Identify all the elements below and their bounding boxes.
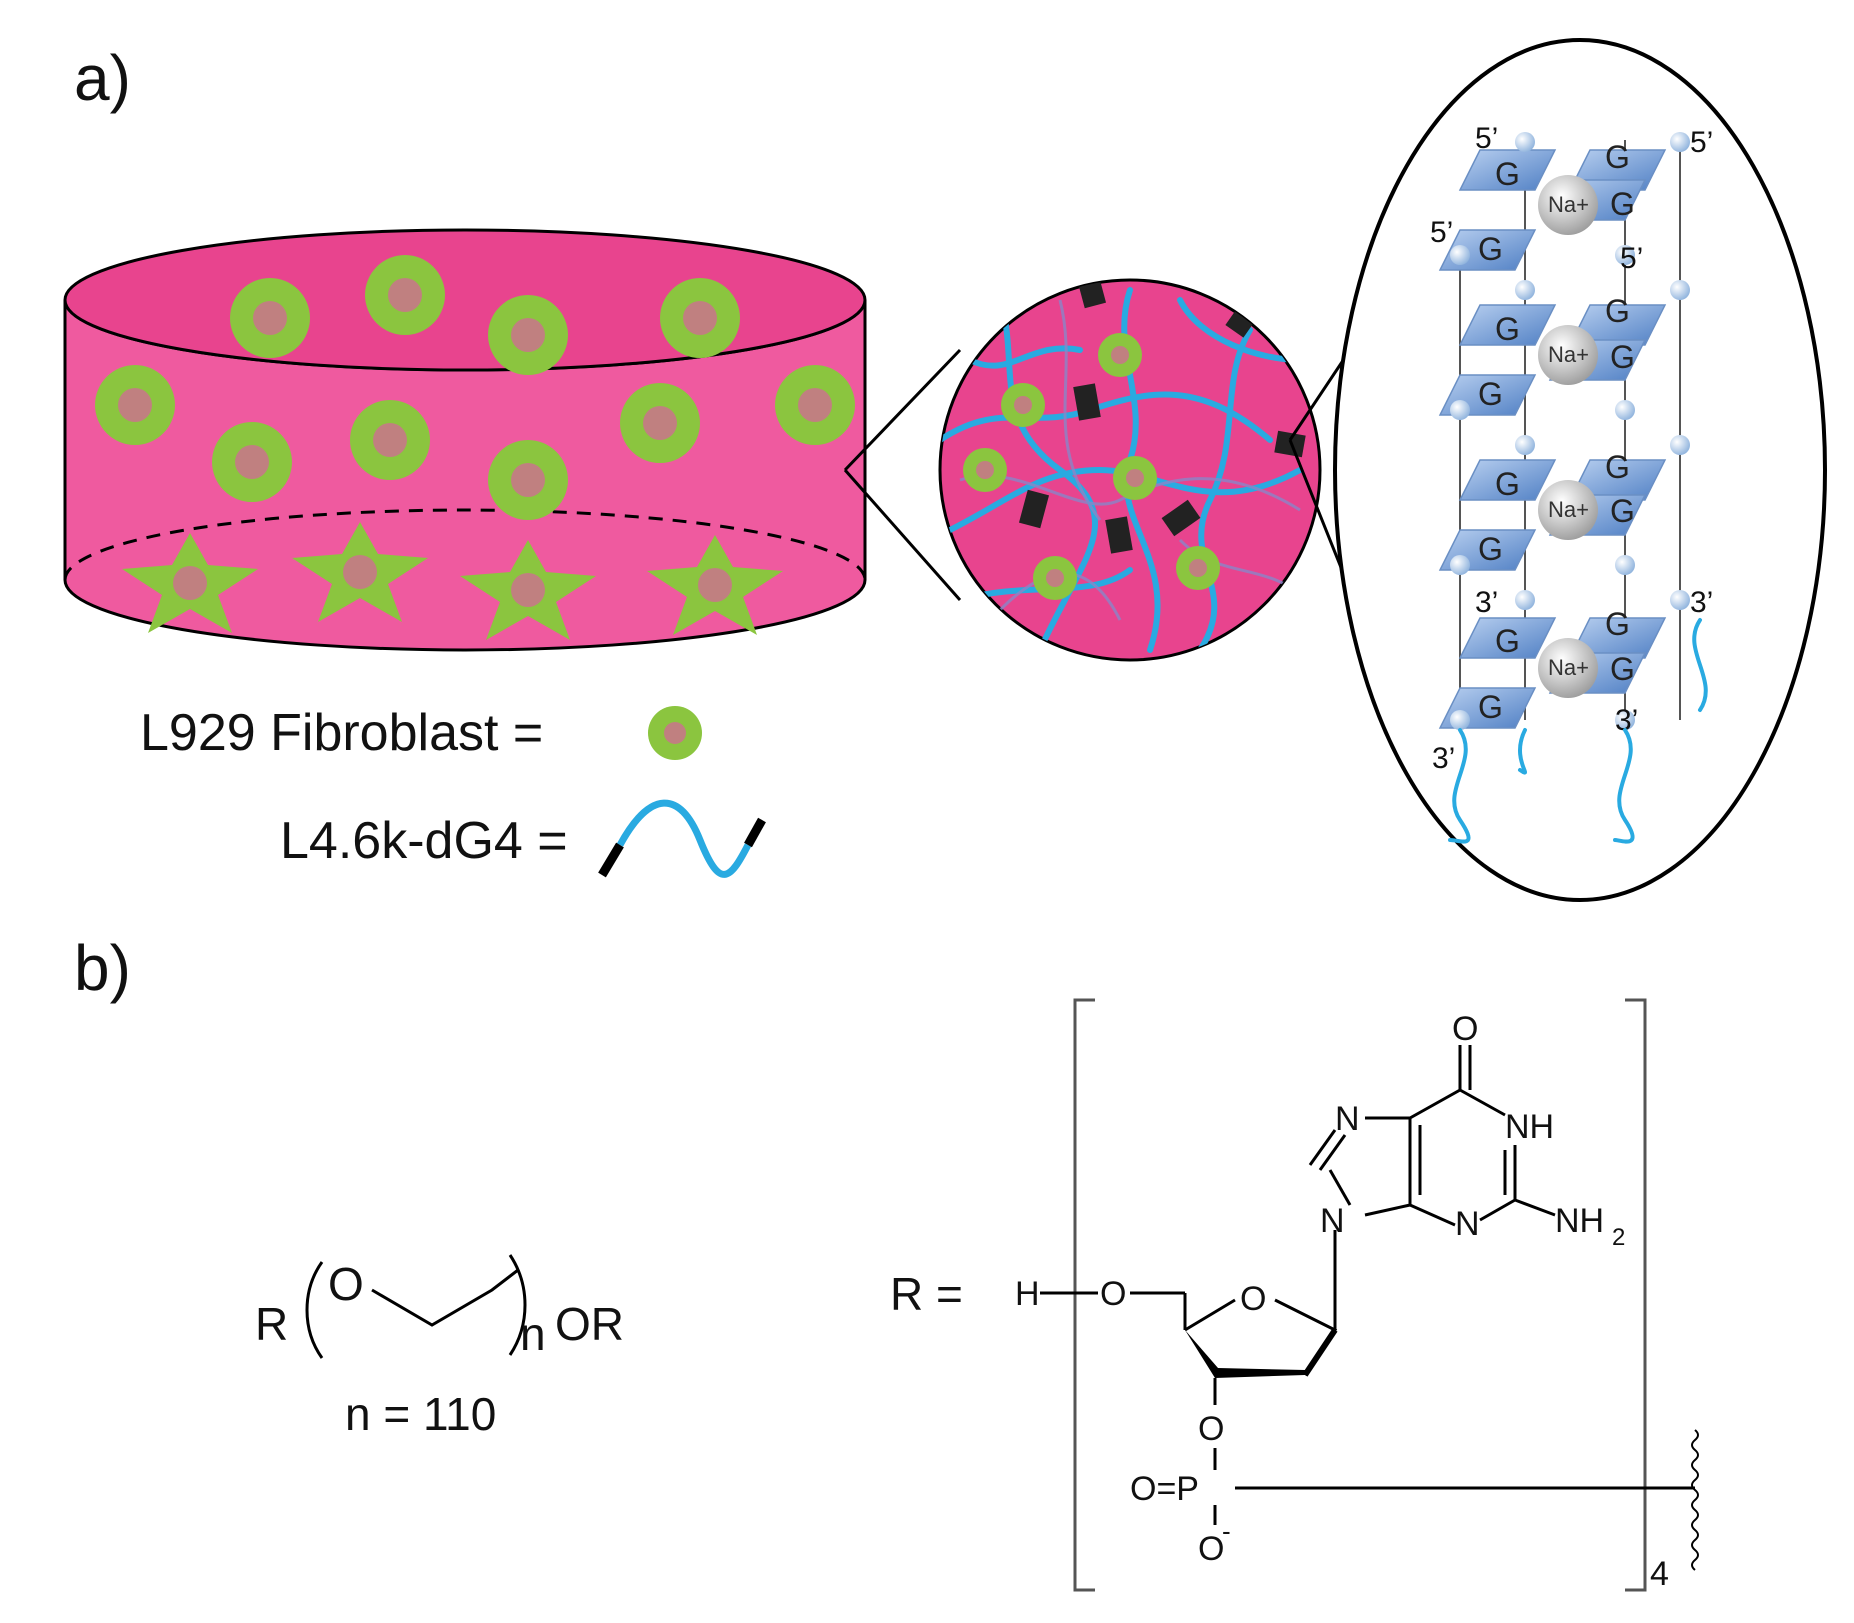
legend-fibroblast-symbol bbox=[648, 706, 702, 760]
svg-text:Na+: Na+ bbox=[1548, 497, 1589, 522]
network-zoom-circle bbox=[938, 278, 1322, 662]
fibroblast-cell bbox=[1033, 556, 1077, 600]
legend-fibroblast-label: L929 Fibroblast = bbox=[140, 704, 543, 762]
fibroblast-cell bbox=[620, 383, 700, 463]
svg-text:G: G bbox=[1605, 293, 1630, 329]
svg-text:G: G bbox=[1495, 466, 1520, 502]
legend-polymer-symbol bbox=[598, 799, 766, 878]
atom-o5: O bbox=[1100, 1275, 1126, 1313]
fibroblast-cell bbox=[212, 422, 292, 502]
peg-tails bbox=[1448, 618, 1708, 844]
svg-text:G: G bbox=[1478, 231, 1503, 267]
peg-n-value: n = 110 bbox=[345, 1388, 496, 1440]
strand-end-labels: 5’ 5’ 5’ 5’ 3’ 3’ 3’ 3’ bbox=[1430, 122, 1713, 775]
wavy-bond bbox=[1691, 1429, 1699, 1571]
fibroblast-cell bbox=[775, 365, 855, 445]
svg-text:5’: 5’ bbox=[1690, 126, 1713, 159]
sodium-ion-labels: Na+ Na+ Na+ Na+ bbox=[1548, 192, 1589, 680]
r-equals: R = bbox=[890, 1268, 963, 1320]
peg-r-left: R bbox=[255, 1298, 288, 1350]
svg-text:3’: 3’ bbox=[1432, 742, 1455, 775]
svg-text:Na+: Na+ bbox=[1548, 342, 1589, 367]
atom-n7: N bbox=[1335, 1100, 1360, 1138]
guanine-labels: G G G G G G G G G G G G G G G G bbox=[1478, 139, 1635, 725]
fibroblast-cell bbox=[488, 440, 568, 520]
svg-text:5’: 5’ bbox=[1430, 216, 1453, 249]
svg-text:5’: 5’ bbox=[1620, 242, 1643, 275]
repeat-count: 4 bbox=[1650, 1555, 1669, 1593]
fibroblast-cell bbox=[1001, 383, 1045, 427]
fibroblast-cell bbox=[1098, 333, 1142, 377]
svg-text:3’: 3’ bbox=[1475, 586, 1498, 619]
atom-o3: O bbox=[1198, 1410, 1224, 1448]
svg-text:G: G bbox=[1605, 606, 1630, 642]
fibroblast-cell bbox=[963, 448, 1007, 492]
tetrad-1 bbox=[1438, 149, 1667, 271]
atom-o6: O bbox=[1452, 1010, 1478, 1048]
fibroblast-cell bbox=[350, 400, 430, 480]
atom-o4: O bbox=[1240, 1280, 1266, 1318]
r-group-structure: R = 4 H O O N N O NH NH bbox=[890, 998, 1699, 1593]
svg-text:G: G bbox=[1495, 623, 1520, 659]
atom-phosphate: O=P bbox=[1130, 1470, 1199, 1508]
panel-label-a: a) bbox=[74, 42, 131, 114]
svg-text:G: G bbox=[1610, 651, 1635, 687]
peg-repeat-n: n bbox=[520, 1308, 546, 1360]
atom-n9: N bbox=[1320, 1202, 1345, 1240]
svg-text:3’: 3’ bbox=[1615, 704, 1638, 737]
g-quadruplex-panel: G G G G G G G G G G G G G G G G Na+ Na+ … bbox=[1333, 38, 1827, 902]
fibroblast-cell bbox=[230, 278, 310, 358]
peg-structure: R O n OR n = 110 bbox=[255, 1254, 624, 1440]
svg-text:G: G bbox=[1605, 449, 1630, 485]
peg-oxygen: O bbox=[328, 1258, 364, 1310]
tetrad-4 bbox=[1438, 617, 1667, 729]
fibroblast-cell bbox=[1176, 546, 1220, 590]
spread-fibroblast bbox=[460, 540, 596, 640]
legend-polymer-label: L4.6k-dG4 = bbox=[280, 812, 568, 870]
phosphate-beads bbox=[1450, 132, 1690, 730]
svg-text:G: G bbox=[1610, 493, 1635, 529]
fibroblast-cell bbox=[488, 295, 568, 375]
fibroblast-cell bbox=[365, 255, 445, 335]
atom-n3: N bbox=[1455, 1205, 1480, 1243]
svg-text:G: G bbox=[1478, 531, 1503, 567]
fibroblast-cell bbox=[1113, 456, 1157, 500]
charge-minus: - bbox=[1222, 1516, 1231, 1546]
atom-nh2-sub: 2 bbox=[1612, 1224, 1625, 1251]
svg-text:G: G bbox=[1478, 689, 1503, 725]
hydrogel-cylinder bbox=[63, 228, 867, 652]
svg-text:Na+: Na+ bbox=[1548, 192, 1589, 217]
svg-text:G: G bbox=[1605, 139, 1630, 175]
svg-text:G: G bbox=[1495, 311, 1520, 347]
fibroblast-cell bbox=[95, 365, 175, 445]
fibroblast-cell bbox=[660, 278, 740, 358]
legend: L929 Fibroblast = L4.6k-dG4 = bbox=[140, 704, 766, 878]
svg-text:G: G bbox=[1495, 156, 1520, 192]
svg-text:G: G bbox=[1478, 376, 1503, 412]
atom-h: H bbox=[1015, 1275, 1040, 1313]
spread-fibroblast bbox=[122, 533, 258, 633]
svg-text:G: G bbox=[1610, 339, 1635, 375]
atom-o-minus: O bbox=[1198, 1530, 1224, 1568]
panel-label-b: b) bbox=[74, 932, 131, 1004]
svg-text:Na+: Na+ bbox=[1548, 655, 1589, 680]
peg-or-right: OR bbox=[555, 1298, 624, 1350]
svg-text:5’: 5’ bbox=[1475, 122, 1498, 155]
svg-text:G: G bbox=[1610, 186, 1635, 222]
atom-nh2: NH bbox=[1555, 1202, 1604, 1240]
svg-text:3’: 3’ bbox=[1690, 586, 1713, 619]
spread-fibroblast bbox=[292, 522, 428, 622]
spread-fibroblast bbox=[647, 535, 783, 635]
tetrad-2 bbox=[1438, 304, 1667, 416]
zoom-lines-gel bbox=[843, 348, 962, 601]
atom-n1h: NH bbox=[1505, 1108, 1554, 1146]
